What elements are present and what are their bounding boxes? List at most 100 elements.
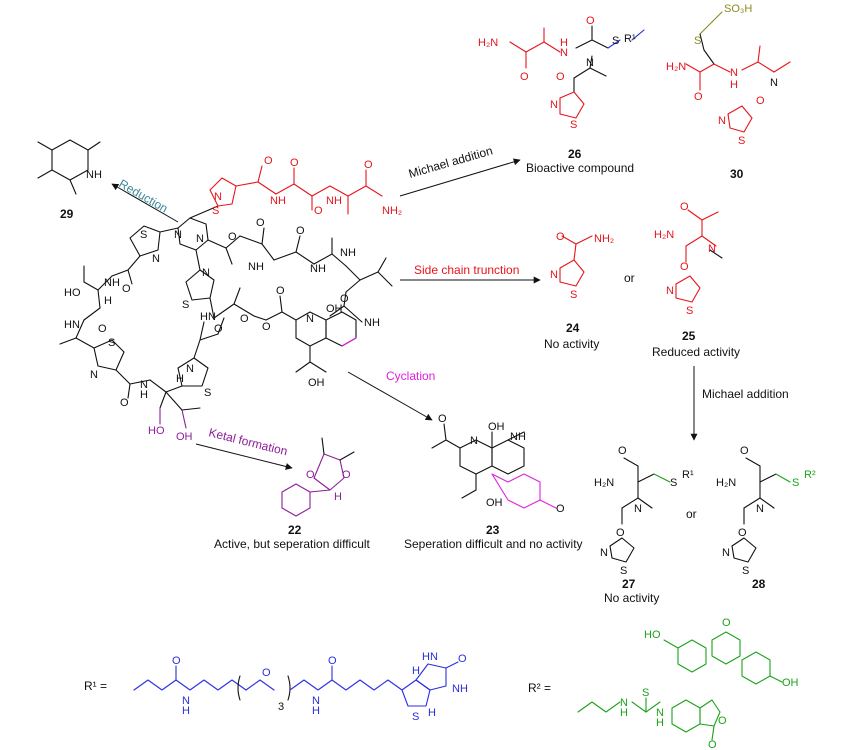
svg-text:O: O (740, 445, 749, 457)
svg-text:OH: OH (782, 677, 799, 689)
svg-text:O: O (438, 413, 447, 425)
arrow-label-ketal: Ketal formation (207, 425, 289, 458)
svg-text:NH: NH (326, 195, 342, 207)
svg-text:S: S (204, 387, 211, 399)
compound-30-number: 30 (730, 167, 744, 181)
compound-26-number: 26 (568, 147, 582, 161)
svg-text:OH: OH (488, 421, 505, 433)
svg-text:S: S (108, 337, 115, 349)
svg-text:O: O (342, 469, 351, 481)
svg-text:O: O (556, 503, 565, 515)
svg-text:S: S (182, 299, 189, 311)
svg-text:N: N (560, 47, 568, 59)
compound-22-caption: Active, but seperation difficult (214, 537, 371, 551)
svg-text:R¹: R¹ (682, 469, 694, 481)
svg-text:N: N (730, 67, 738, 79)
svg-text:N: N (770, 77, 778, 89)
svg-text:O: O (328, 655, 337, 667)
svg-text:O: O (364, 159, 373, 171)
svg-text:NH: NH (452, 683, 468, 695)
svg-text:H₂N: H₂N (654, 229, 674, 241)
arrow-label-reduction: Reduction (117, 176, 171, 215)
svg-text:H: H (656, 717, 664, 729)
svg-text:OH: OH (176, 431, 193, 443)
svg-text:O: O (708, 739, 717, 750)
svg-text:N: N (756, 503, 764, 515)
svg-text:H: H (182, 705, 190, 717)
svg-text:OH: OH (326, 303, 343, 315)
svg-text:O: O (738, 527, 747, 539)
svg-text:S: S (612, 35, 619, 47)
svg-text:HO: HO (64, 287, 81, 299)
svg-text:NH: NH (104, 277, 120, 289)
svg-text:S: S (738, 135, 745, 147)
svg-text:N: N (656, 707, 664, 719)
compound-28-number: 28 (752, 577, 766, 591)
svg-text:O: O (680, 201, 689, 213)
svg-text:S: S (670, 477, 677, 489)
svg-text:N: N (214, 191, 222, 203)
arrow-ketal: Ketal formation (195, 425, 293, 470)
svg-text:O: O (556, 231, 565, 243)
compound-27: O H₂N S R¹ N O N S 27 No activity (594, 445, 694, 605)
svg-text:H: H (104, 295, 112, 307)
svg-text:O: O (680, 261, 689, 273)
compound-24-caption: No activity (544, 337, 599, 351)
compound-27-number: 27 (622, 577, 636, 591)
compound-29: NH 29 (37, 139, 102, 221)
compound-26-caption: Bioactive compound (526, 161, 634, 175)
svg-text:O: O (264, 155, 273, 167)
svg-text:N: N (620, 697, 628, 709)
svg-text:O: O (718, 715, 727, 727)
svg-text:H: H (620, 707, 628, 719)
svg-text:O: O (262, 321, 271, 333)
svg-text:N: N (182, 695, 190, 707)
svg-text:O: O (616, 527, 625, 539)
svg-text:O: O (262, 667, 271, 679)
svg-text:SO₃H: SO₃H (724, 3, 752, 15)
svg-text:O: O (340, 293, 349, 305)
svg-text:O: O (756, 95, 765, 107)
svg-text:OH: OH (486, 497, 503, 509)
compound-25-caption: Reduced activity (652, 345, 740, 359)
compound-24-number: 24 (566, 321, 580, 335)
svg-text:R²: R² (804, 469, 816, 481)
r1-substituent: R¹ = O N H O 3 N H O S H HN NH O H (84, 651, 468, 723)
central-macrocycle: S N O NH O O NH O NH₂ N N O O NH O NH NH… (59, 155, 402, 443)
svg-text:H: H (428, 707, 436, 719)
svg-text:N: N (90, 369, 98, 381)
compound-27-caption: No activity (604, 591, 659, 605)
svg-text:O: O (618, 445, 627, 457)
svg-text:HN: HN (422, 651, 438, 663)
svg-text:HO: HO (148, 425, 165, 437)
compound-30: SO₃H S H₂N O N H O N N S 30 (666, 3, 791, 181)
svg-text:N: N (174, 229, 182, 241)
svg-text:O: O (228, 231, 237, 243)
arrow-reduction: Reduction (111, 176, 179, 223)
svg-text:H: H (560, 37, 568, 49)
svg-text:N: N (666, 285, 674, 297)
svg-text:NH₂: NH₂ (594, 233, 614, 245)
svg-text:O: O (556, 71, 565, 83)
svg-text:O: O (694, 91, 703, 103)
svg-text:S: S (686, 305, 693, 317)
r2-label: R² = (528, 681, 551, 695)
svg-text:S: S (570, 289, 577, 301)
svg-text:O: O (214, 323, 223, 335)
svg-text:O: O (256, 217, 265, 229)
compound-25-number: 25 (682, 329, 696, 343)
r1-label: R¹ = (84, 679, 107, 693)
svg-text:O: O (296, 225, 305, 237)
svg-text:H₂N: H₂N (594, 477, 614, 489)
svg-text:H: H (334, 491, 342, 503)
svg-text:O: O (520, 71, 529, 83)
svg-text:NH: NH (86, 169, 102, 181)
svg-text:NH: NH (364, 317, 380, 329)
svg-text:R¹: R¹ (624, 33, 636, 45)
arrow-michael-top: Michael addition (399, 144, 521, 197)
svg-text:O: O (314, 205, 323, 217)
arrow-side-chain: Side chain trunction (400, 263, 541, 284)
svg-text:N: N (186, 363, 194, 375)
svg-text:N: N (600, 547, 608, 559)
